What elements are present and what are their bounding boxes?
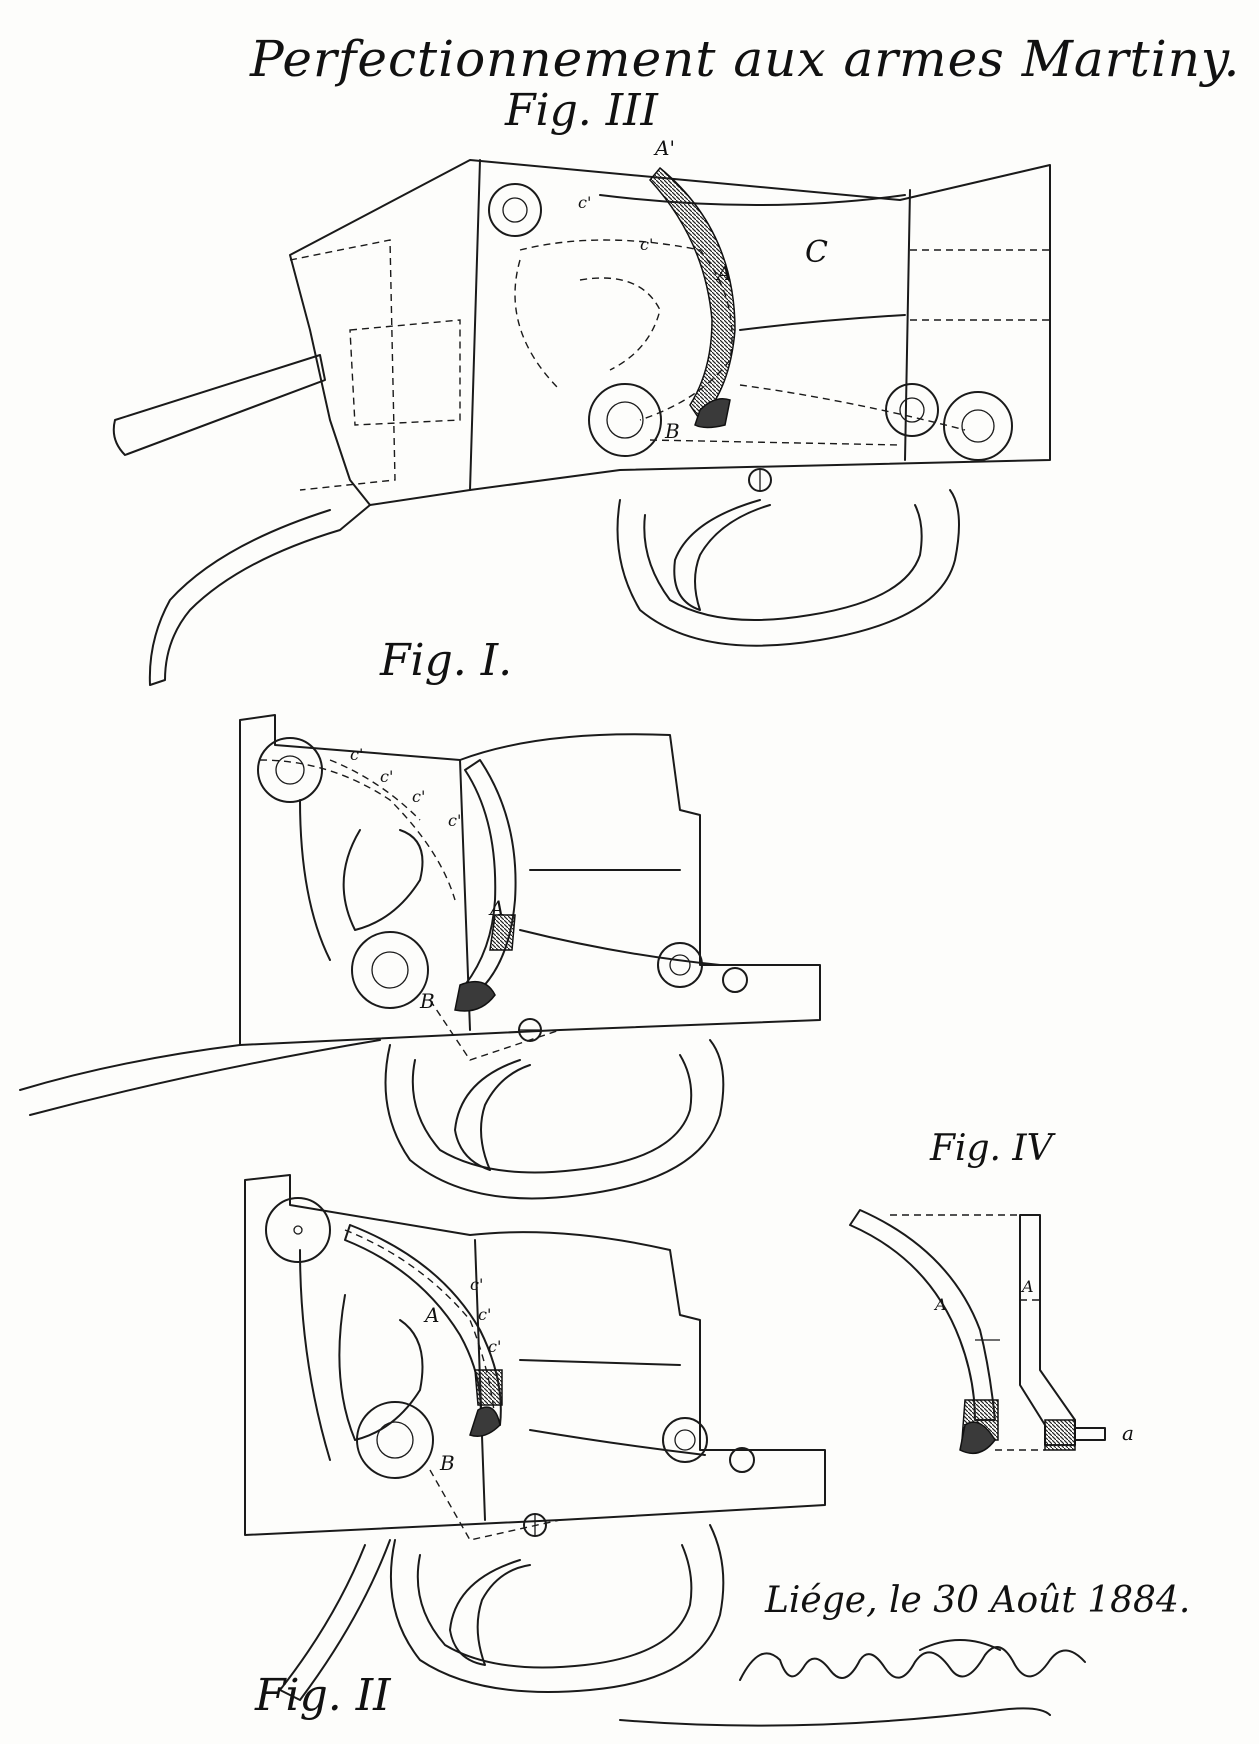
figure-1: Fig. I. c' c' c' c' A [19,635,821,1200]
fig2-part-c3: c' [488,1337,501,1356]
place-date: Liége, le 30 Août 1884. [764,1580,1190,1621]
fig4-part-d: a [1122,1421,1134,1445]
fig3-part-a: A [715,261,731,285]
fig1-part-c3: c' [412,787,425,806]
fig1-part-c2: c' [380,767,393,786]
fig4-part-a-upper: A [1020,1277,1034,1296]
fig3-part-c1: c' [578,193,591,212]
fig2-part-c1: c' [470,1275,483,1294]
fig3-label: Fig. III [504,85,660,136]
fig3-part-b: B [664,419,680,443]
fig4-part-a-lower: A [933,1295,947,1314]
fig1-part-b: B [419,989,435,1013]
fig2-part-c2: c' [478,1305,491,1324]
fig2-part-a: A [423,1303,439,1327]
fig1-label: Fig. I. [379,635,512,686]
fig1-part-c4: c' [448,811,461,830]
fig1-part-a: A [488,896,504,920]
fig3-part-c2: c' [640,235,653,254]
fig4-label: Fig. IV [929,1128,1057,1169]
fig3-part-c: C [805,235,828,270]
fig3-part-a-prime: A' [653,136,675,160]
sheet-title: Perfectionnement aux armes Martiny. [249,30,1240,88]
fig2-label: Fig. II [254,1670,392,1721]
figure-3: Fig. III [112,85,1051,686]
fig1-part-c1: c' [350,745,363,764]
figure-2: Fig. II A c' c' c' B [244,1174,826,1721]
signature [619,1639,1086,1727]
fig2-part-b: B [439,1451,455,1475]
figure-4: Fig. IV A A a [849,1128,1134,1455]
